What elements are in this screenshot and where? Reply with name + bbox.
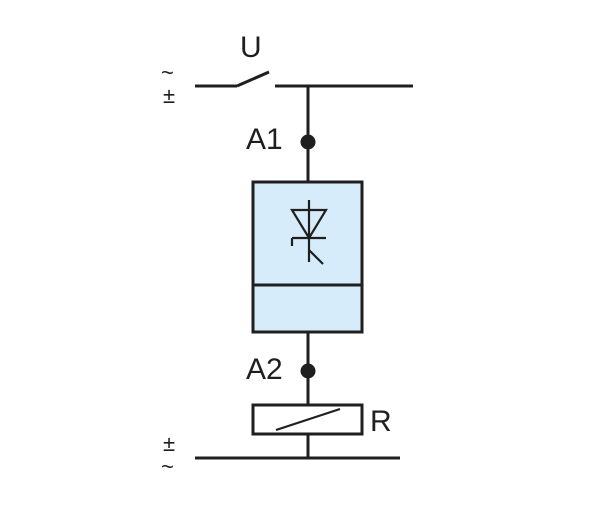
supply-bottom-ac-symbol: ~ bbox=[161, 454, 174, 479]
relay-coil-icon bbox=[275, 407, 341, 432]
terminal-a1-dot bbox=[300, 134, 316, 150]
switch-contact bbox=[236, 70, 270, 88]
supply-top-dc-symbol: ± bbox=[163, 83, 175, 108]
supply-bottom-dc-symbol: ± bbox=[163, 431, 175, 456]
terminal-a1-label: A1 bbox=[246, 123, 283, 156]
terminal-a2-label: A2 bbox=[246, 353, 283, 386]
switch-label: U bbox=[240, 31, 262, 64]
supply-top-ac-symbol: ~ bbox=[161, 60, 174, 85]
zener-diode-icon bbox=[290, 200, 328, 265]
module-box bbox=[251, 180, 364, 334]
terminal-a2-dot bbox=[300, 363, 316, 379]
coil-label: R bbox=[370, 405, 392, 438]
